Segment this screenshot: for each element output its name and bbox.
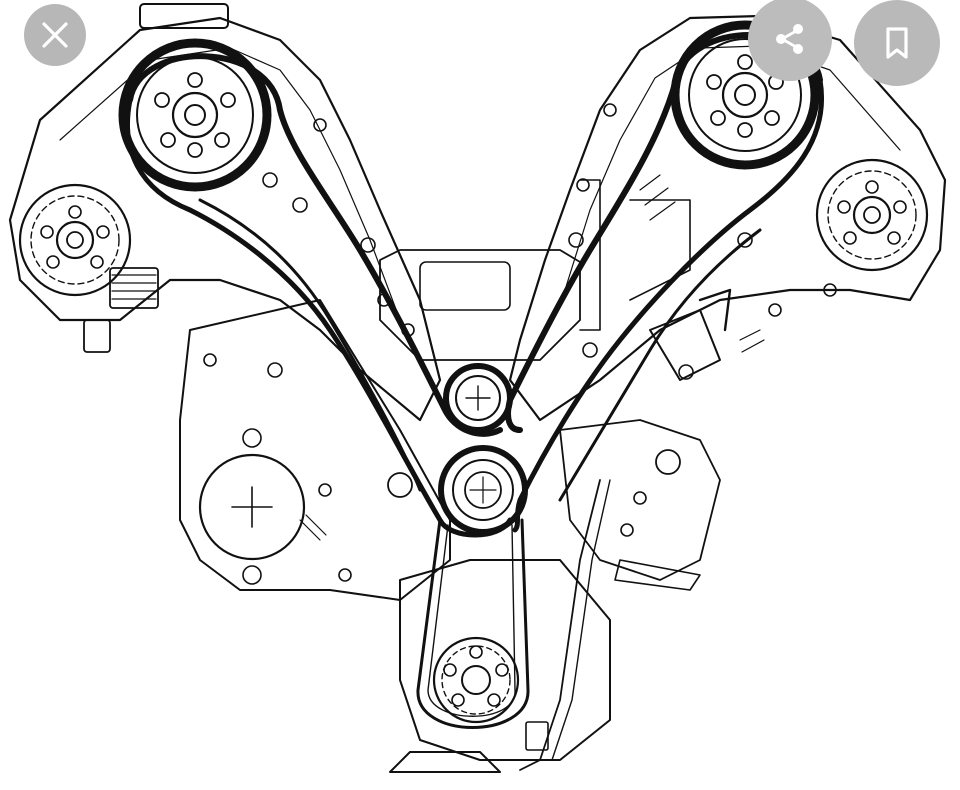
- lower-housing: [179, 299, 451, 601]
- share-button-background: [748, 0, 832, 81]
- bookmark-button-background: [854, 0, 940, 86]
- crank-sprocket: [438, 445, 528, 535]
- front-cover: [399, 559, 611, 761]
- close-button[interactable]: [10, 0, 100, 80]
- left-head-outline: [8, 16, 442, 422]
- dipstick-tube: [519, 479, 601, 771]
- left-cam-sprocket: [118, 38, 272, 192]
- right-chain-guide: [558, 228, 762, 502]
- left-tensioner: [109, 267, 159, 309]
- oil-pump-sprocket: [432, 636, 520, 724]
- block-window: [419, 261, 511, 311]
- bookmark-button[interactable]: [852, 0, 942, 88]
- share-icon: [776, 24, 803, 54]
- right-side-sprocket: [815, 158, 929, 272]
- oil-pump-chain: [416, 518, 530, 729]
- close-button-background: [24, 4, 86, 66]
- left-top-block: [139, 3, 229, 29]
- left-side-sprocket: [18, 183, 132, 297]
- oil-pan-foot: [389, 751, 501, 773]
- tensioner: [649, 309, 721, 381]
- right-bracket: [559, 419, 721, 581]
- block-center: [379, 249, 581, 361]
- right-cam-sprocket: [670, 20, 820, 170]
- share-button[interactable]: [745, 0, 835, 84]
- left-chain-guide: [198, 198, 422, 492]
- timing-chain-left: [127, 53, 503, 437]
- bookmark-icon: [886, 27, 908, 59]
- close-icon: [42, 22, 68, 48]
- right-head-outline: [508, 14, 947, 422]
- idler-sprocket: [443, 363, 513, 433]
- left-head-inner: [59, 47, 401, 321]
- left-large-bore: [198, 453, 306, 561]
